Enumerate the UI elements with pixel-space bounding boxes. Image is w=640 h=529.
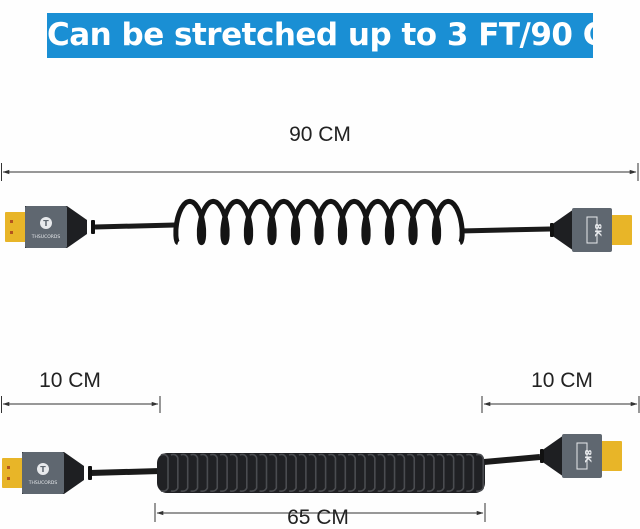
headline-banner: Can be stretched up to 3 FT/90 CM [47,13,593,58]
coil-ring [416,453,425,492]
brand-logo-letter: T [43,219,49,228]
coil-ring [249,453,258,492]
coil-ring [397,453,406,492]
hdmi-plug [5,212,27,242]
left-dimension-line [1,396,161,413]
right-dimension-line [481,396,640,413]
coil-ring [446,453,455,492]
coil-ring [338,453,347,492]
coil-ring [475,453,484,492]
hdmi-plug [600,441,622,471]
coil-ring [357,453,366,492]
stretched-cable: T THSUCORDS 8K [5,198,632,252]
coiled-cable [173,198,465,246]
coil-ring [426,453,435,492]
plug-pin [10,220,13,223]
badge-frame [576,442,588,470]
connector-neck [554,209,574,251]
plug-pin [7,477,10,480]
coil-ring [219,453,228,492]
coil-ring [387,453,396,492]
coil-length-label: 65 CM [287,506,349,529]
brand-logo-icon [37,463,49,475]
right-straight-length-label: 10 CM [531,369,593,392]
coil-ring [269,453,278,492]
connector-housing [562,434,602,478]
coil-ring [160,453,169,492]
brand-logo-letter: T [40,465,46,474]
strain-relief [540,449,544,463]
8k-badge: 8K [582,449,592,463]
coil-ring [209,453,219,492]
coil-ring [278,453,287,492]
coil-ring [180,453,189,492]
brand-logo-icon [40,217,52,229]
coil-ring [347,453,356,492]
hdmi-plug [2,458,24,488]
brand-name: THSUCORDS [31,234,61,240]
8k-badge: 8K [592,223,602,237]
coil-dimension-line [154,503,486,522]
plug-pin [10,231,13,234]
coil-ring [190,453,199,492]
coil-body [157,453,485,493]
coil-ring [239,453,248,492]
straight-cable [89,468,161,476]
left-straight-length-label: 10 CM [39,369,101,392]
retracted-cable: T THSUCORDS 8K [2,434,622,494]
coil-ring [288,453,297,492]
coil-ring [328,453,337,492]
strain-relief [550,223,554,237]
stretched-length-label: 90 CM [289,123,351,146]
coil-ring [406,453,416,492]
strain-relief [91,220,95,234]
hdmi-plug [610,215,632,245]
connector-neck [544,435,564,477]
coil-ring [229,453,238,492]
strain-relief [88,466,92,480]
coil-ring [308,453,317,492]
connector-housing [572,208,612,252]
stretched-dimension-line [1,163,639,181]
coil-ring [456,453,465,492]
coil-ring [436,453,445,492]
coil-ring [259,453,268,492]
coil-ring [170,453,179,492]
straight-cable [483,454,541,465]
coil-ring [200,453,209,492]
badge-frame [586,216,598,244]
straight-cable [94,222,176,230]
plug-pin [7,466,10,469]
coil-ring [367,453,376,492]
straight-cable [459,226,551,234]
coil-ring [377,453,386,492]
coil-ring [318,453,327,492]
brand-name: THSUCORDS [28,480,58,486]
coil-ring [298,453,307,492]
coil-ring [466,453,475,492]
